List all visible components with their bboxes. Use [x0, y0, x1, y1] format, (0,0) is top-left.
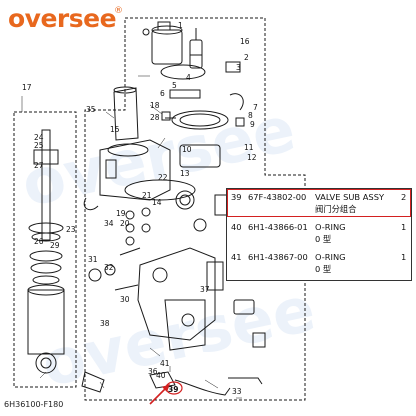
callout-number: 25 — [34, 141, 44, 150]
callout-number: 37 — [200, 285, 210, 294]
valve-stack — [83, 197, 151, 282]
callout-number: 38 — [100, 319, 110, 328]
cylinder-box — [13, 111, 77, 388]
pump-body — [99, 139, 196, 210]
callout-number: 31 — [88, 255, 98, 264]
callout-number: 8 — [248, 111, 253, 120]
callout-number: 34 — [104, 219, 114, 228]
callout-number: 29 — [50, 241, 60, 250]
reservoir — [107, 86, 149, 157]
part-quantity: 2 — [401, 192, 407, 202]
part-quantity: 1 — [401, 222, 407, 232]
callout-number: 1 — [178, 21, 183, 30]
highlight-arrow — [149, 381, 183, 405]
parts-row-highlighted: 39 67F-43802-00 VALVE SUB ASSY 2 — [227, 189, 411, 217]
callout-number: 11 — [244, 143, 254, 152]
brand-logo: oversee — [8, 4, 117, 33]
callout-number: 12 — [247, 153, 257, 162]
callout-number: 23 — [66, 225, 76, 234]
part-description: O-RING — [315, 252, 346, 262]
callout-number: 32 — [104, 263, 114, 272]
callout-number: 20 — [120, 219, 130, 228]
callout-number: 22 — [158, 173, 168, 182]
part-ref: 41 — [231, 252, 242, 262]
callout-number: 13 — [180, 169, 190, 178]
callout-number: 35 — [86, 105, 96, 114]
parts-callout-table: 39 67F-43802-00 VALVE SUB ASSY 2 阀门分组合 4… — [226, 188, 412, 281]
callout-number: 36 — [148, 367, 158, 376]
callout-number: 33 — [232, 387, 242, 396]
callout-number: 39 — [168, 385, 178, 394]
callout-number: 17 — [22, 83, 32, 92]
diagram-code: 6H36100-F180 — [4, 400, 64, 409]
part-number: 6H1-43866-01 — [248, 222, 308, 232]
callout-number: 9 — [250, 120, 255, 129]
part-ref: 40 — [231, 222, 242, 232]
part-number: 67F-43802-00 — [248, 192, 307, 202]
callout-number: 6 — [160, 89, 165, 98]
callout-number: 27 — [34, 161, 44, 170]
part-description-cn: 阀门分组合 — [315, 204, 357, 214]
motor-assembly — [142, 21, 245, 168]
callout-number: 7 — [253, 103, 258, 112]
callout-number: 24 — [34, 133, 44, 142]
callout-number: 3 — [236, 63, 241, 72]
part-number: 6H1-43867-00 — [248, 252, 308, 262]
parts-row: 41 6H1-43867-00 O-RING 0 型 1 — [227, 249, 411, 277]
callout-number: 15 — [110, 125, 120, 134]
callout-number: 4 — [186, 73, 191, 82]
callout-number: 14 — [152, 198, 162, 207]
callout-number: 41 — [160, 359, 170, 368]
part-description: O-RING — [315, 222, 346, 232]
callout-number: 40 — [156, 371, 166, 380]
registered-mark: ® — [114, 6, 123, 16]
part-ref: 39 — [231, 192, 242, 202]
parts-row: 40 6H1-43866-01 O-RING 0 型 1 — [227, 219, 411, 247]
callout-number: 18 — [150, 101, 160, 110]
parts-row-subtitle: 阀门分组合 — [227, 201, 411, 215]
callout-number: 21 — [142, 191, 152, 200]
assembly-outline — [84, 17, 306, 401]
part-description-cn: 0 型 — [315, 264, 332, 274]
callout-number: 2 — [244, 53, 249, 62]
callout-number: 30 — [120, 295, 130, 304]
callout-number: 5 — [172, 81, 177, 90]
callout-number: 19 — [116, 209, 126, 218]
manifold — [114, 247, 255, 351]
part-description-cn: 0 型 — [315, 234, 332, 244]
part-quantity: 1 — [401, 252, 407, 262]
callout-number: 28 — [150, 113, 160, 122]
callout-number: 16 — [240, 37, 250, 46]
part-description: VALVE SUB ASSY — [315, 192, 385, 202]
callout-number: 10 — [182, 145, 192, 154]
callout-number: 26 — [34, 237, 44, 246]
trim-cylinder — [27, 129, 65, 374]
